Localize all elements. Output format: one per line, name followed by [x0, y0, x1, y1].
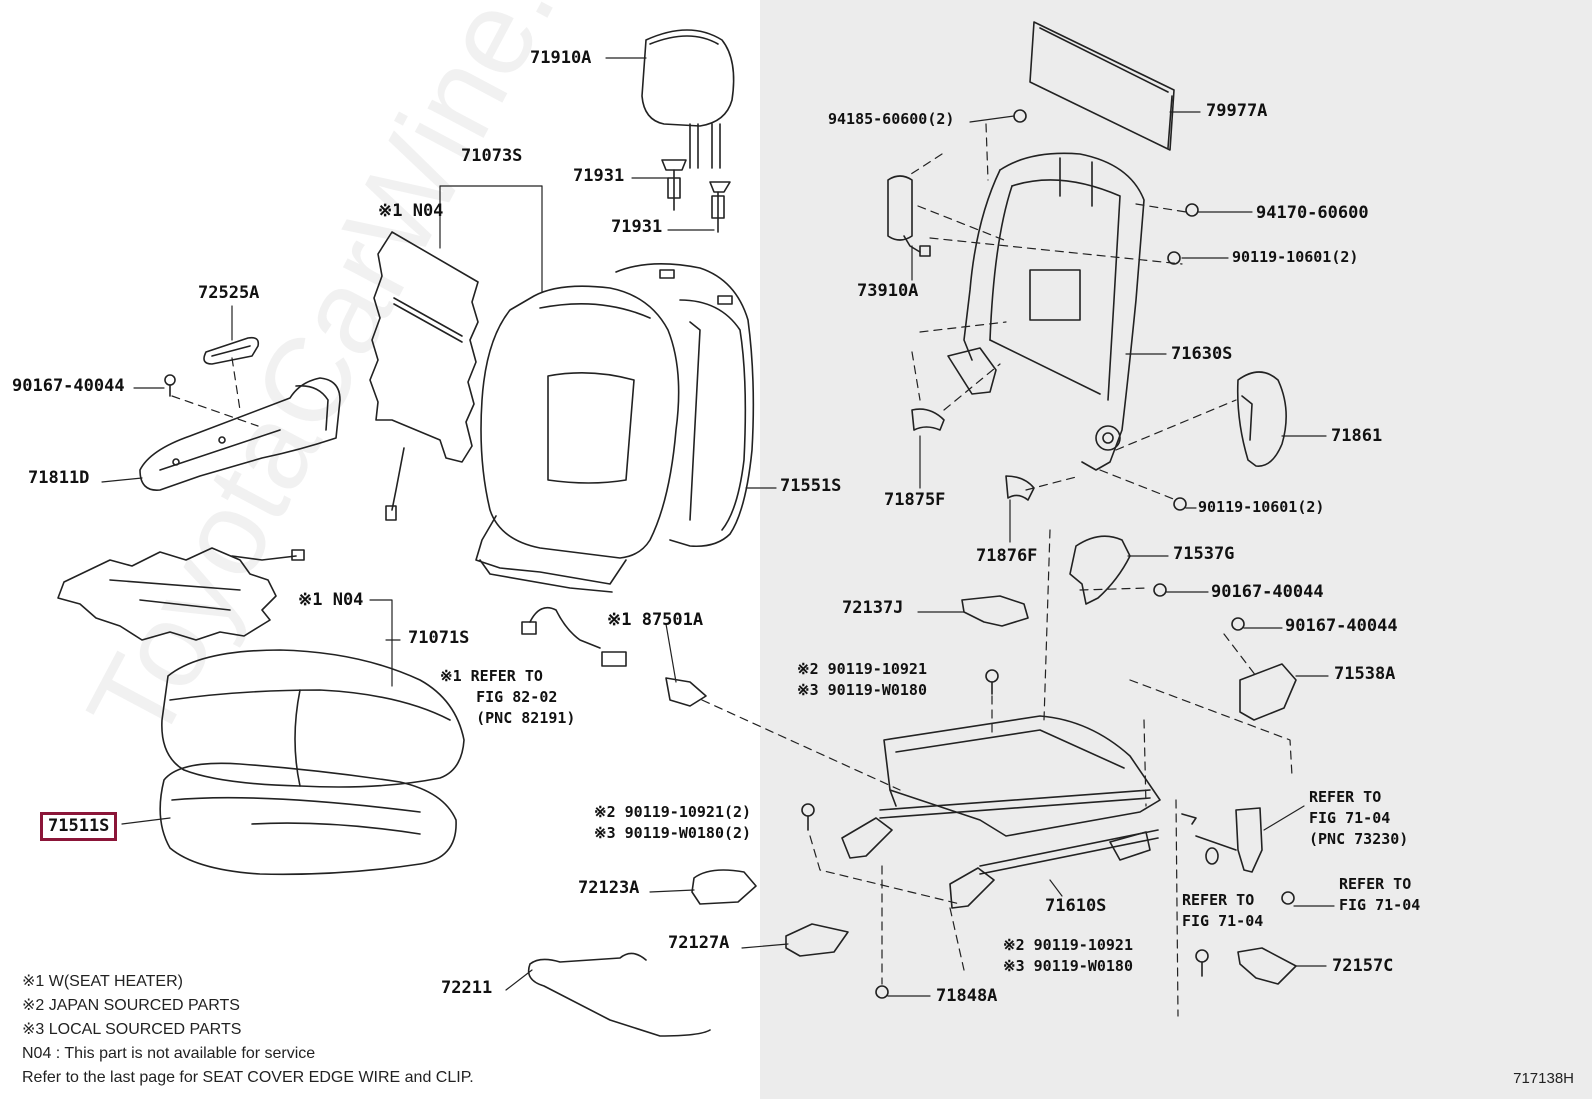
- legend-notes: ※1 W(SEAT HEATER) ※2 JAPAN SOURCED PARTS…: [22, 970, 474, 1090]
- part-label-p71910a[interactable]: 71910A: [530, 48, 592, 68]
- cushion-heater-mat-drawing: [57, 547, 305, 641]
- part-label-p73910a[interactable]: 73910A: [857, 281, 919, 301]
- diagram-code: 717138H: [1513, 1070, 1574, 1087]
- part-label-p72123a[interactable]: 72123A: [578, 878, 640, 898]
- seatback-pad-drawing: [615, 263, 755, 548]
- cover-72123a-drawing: [691, 869, 757, 905]
- headrest-guides-drawing: [661, 159, 731, 233]
- part-label-p71551s[interactable]: 71551S: [780, 476, 842, 496]
- part-label-p79977a[interactable]: 79977A: [1206, 101, 1268, 121]
- note-japan-sourced: ※2 JAPAN SOURCED PARTS: [22, 997, 240, 1014]
- part-label-p72211[interactable]: 72211: [441, 978, 493, 998]
- part-label-p71931b[interactable]: 71931: [611, 217, 663, 237]
- heater-harness-drawing: [521, 606, 707, 707]
- ref-reffig71a: REFER TO FIG 71-04 (PNC 73230): [1309, 788, 1409, 848]
- part-label-p71071s[interactable]: 71071S: [408, 628, 470, 648]
- part-label-p90119e[interactable]: ※2 90119-10921(2): [594, 803, 752, 821]
- note-local-sourced: ※3 LOCAL SOURCED PARTS: [22, 1021, 242, 1038]
- dashed-assembly-lines: [171, 123, 1293, 1017]
- part-label-p72127a[interactable]: 72127A: [668, 933, 730, 953]
- side-shield-drawing: [139, 377, 341, 491]
- part-label-p71931a[interactable]: 71931: [573, 166, 625, 186]
- ref-reffig82: ※1 REFER TO FIG 82-02 (PNC 82191): [440, 667, 576, 727]
- cover-71875f-drawing: [911, 408, 945, 431]
- part-label-p90119b[interactable]: 90119-10601(2): [1198, 498, 1325, 516]
- part-label-p94185[interactable]: 94185-60600(2): [828, 110, 955, 128]
- note-seat-heater: ※1 W(SEAT HEATER): [22, 973, 183, 990]
- note-n04: N04 : This part is not available for ser…: [22, 1045, 316, 1062]
- cover-71876f-drawing: [1005, 475, 1035, 501]
- right-panel-background: [760, 0, 1592, 1099]
- part-label-pn04a[interactable]: ※1 N04: [378, 201, 444, 221]
- part-label-p90119h[interactable]: ※3 90119-W0180: [1003, 957, 1133, 975]
- part-label-p71875f[interactable]: 71875F: [884, 490, 946, 510]
- part-label-p90119a[interactable]: 90119-10601(2): [1232, 248, 1359, 266]
- shield-71538a-drawing: [1239, 663, 1297, 721]
- part-label-p90167b[interactable]: 90167-40044: [1211, 582, 1324, 602]
- part-label-p71537g[interactable]: 71537G: [1173, 544, 1235, 564]
- ref-reffig71b: REFER TO FIG 71-04: [1339, 875, 1421, 914]
- seatback-frame-drawing: [947, 152, 1145, 471]
- part-label-p90119d[interactable]: ※3 90119-W0180: [797, 681, 927, 699]
- part-label-p71610s[interactable]: 71610S: [1045, 896, 1107, 916]
- ref-reffig71c: REFER TO FIG 71-04: [1182, 891, 1264, 930]
- wire-72211-drawing: [527, 952, 711, 1037]
- shield-71537g-drawing: [1069, 535, 1131, 605]
- part-label-p71538a[interactable]: 71538A: [1334, 664, 1396, 684]
- part-label-p71861[interactable]: 71861: [1331, 426, 1383, 446]
- leader-lines: [101, 57, 1335, 997]
- seatback-board-drawing: [1029, 21, 1175, 151]
- cushion-cover-drawing: [161, 649, 465, 788]
- part-label-p71511s[interactable]: 71511S: [40, 812, 118, 841]
- part-label-p72525a[interactable]: 72525A: [198, 283, 260, 303]
- part-label-p72157c[interactable]: 72157C: [1332, 956, 1394, 976]
- part-label-p90119c[interactable]: ※2 90119-10921: [797, 660, 927, 678]
- part-label-p71848a[interactable]: 71848A: [936, 986, 998, 1006]
- part-label-p90167a[interactable]: 90167-40044: [12, 376, 125, 396]
- part-label-p72137j[interactable]: 72137J: [842, 598, 904, 618]
- side-airbag-drawing: [887, 175, 931, 257]
- cover-72127a-drawing: [785, 923, 849, 957]
- part-label-p71876f[interactable]: 71876F: [976, 546, 1038, 566]
- seatback-cover-drawing: [475, 285, 680, 593]
- fasteners-drawing: [801, 109, 1295, 999]
- note-edge-wire: Refer to the last page for SEAT COVER ED…: [22, 1069, 474, 1086]
- part-label-p71073s[interactable]: 71073S: [461, 146, 523, 166]
- seat-buckle-drawing: [1181, 807, 1263, 873]
- recliner-knob-drawing: [203, 336, 260, 365]
- seatback-heater-mat-drawing: [369, 231, 479, 521]
- cover-72157c-drawing: [1237, 947, 1297, 985]
- part-label-p87501a[interactable]: ※1 87501A: [607, 610, 704, 630]
- part-label-p71811d[interactable]: 71811D: [28, 468, 90, 488]
- part-label-p94170[interactable]: 94170-60600: [1256, 203, 1369, 223]
- seat-adjuster-drawing: [841, 715, 1161, 909]
- part-label-p71630s[interactable]: 71630S: [1171, 344, 1233, 364]
- cover-72137j-drawing: [961, 595, 1029, 627]
- bolt-90167-left-drawing: [164, 374, 176, 397]
- cushion-pad-drawing: [159, 762, 457, 876]
- recliner-cover-drawing: [1236, 371, 1287, 467]
- part-label-pn04b[interactable]: ※1 N04: [298, 590, 364, 610]
- part-label-p90119f[interactable]: ※3 90119-W0180(2): [594, 824, 752, 842]
- part-label-p90119g[interactable]: ※2 90119-10921: [1003, 936, 1133, 954]
- part-label-p90167c[interactable]: 90167-40044: [1285, 616, 1398, 636]
- headrest-drawing: [641, 29, 735, 169]
